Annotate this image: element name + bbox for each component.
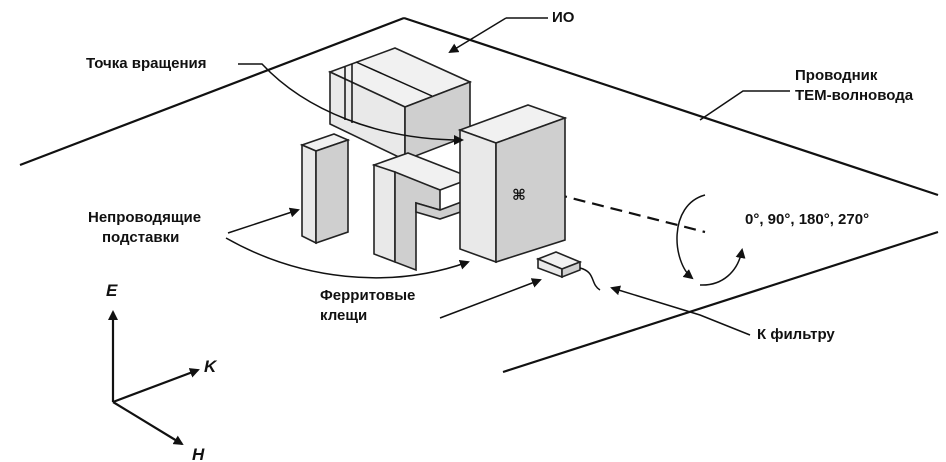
label-supports-1: Непроводящие [88, 209, 201, 226]
leader-lines [225, 17, 790, 336]
tem-conductor-plane [19, 16, 939, 374]
eut-box [327, 47, 473, 162]
label-supports-2: подставки [102, 229, 179, 246]
label-conductor-1: Проводник [795, 67, 878, 84]
axis-k-label: K [204, 357, 218, 376]
label-to-filter: К фильтру [757, 326, 835, 343]
axis-e-label: E [106, 281, 118, 300]
label-eut: ИО [552, 9, 575, 26]
svg-text:⌘: ⌘ [512, 187, 526, 204]
support-left [299, 133, 351, 245]
labels: ИО Точка вращения Проводник ТЕМ-волновод… [86, 9, 914, 343]
axes: E K H [106, 281, 218, 462]
label-ferrite-2: клещи [320, 307, 367, 324]
label-ferrite-1: Ферритовые [320, 287, 415, 304]
label-angles: 0°, 90°, 180°, 270° [745, 211, 869, 228]
support-right: ⌘ [457, 104, 568, 264]
support-middle [371, 152, 475, 272]
label-rotation-point: Точка вращения [86, 55, 207, 72]
axis-h-label: H [192, 445, 205, 462]
rotation-axis [499, 178, 706, 234]
rotation-arrow [676, 194, 746, 286]
label-conductor-2: ТЕМ-волновода [795, 87, 914, 104]
ferrite-clamp [535, 251, 601, 291]
